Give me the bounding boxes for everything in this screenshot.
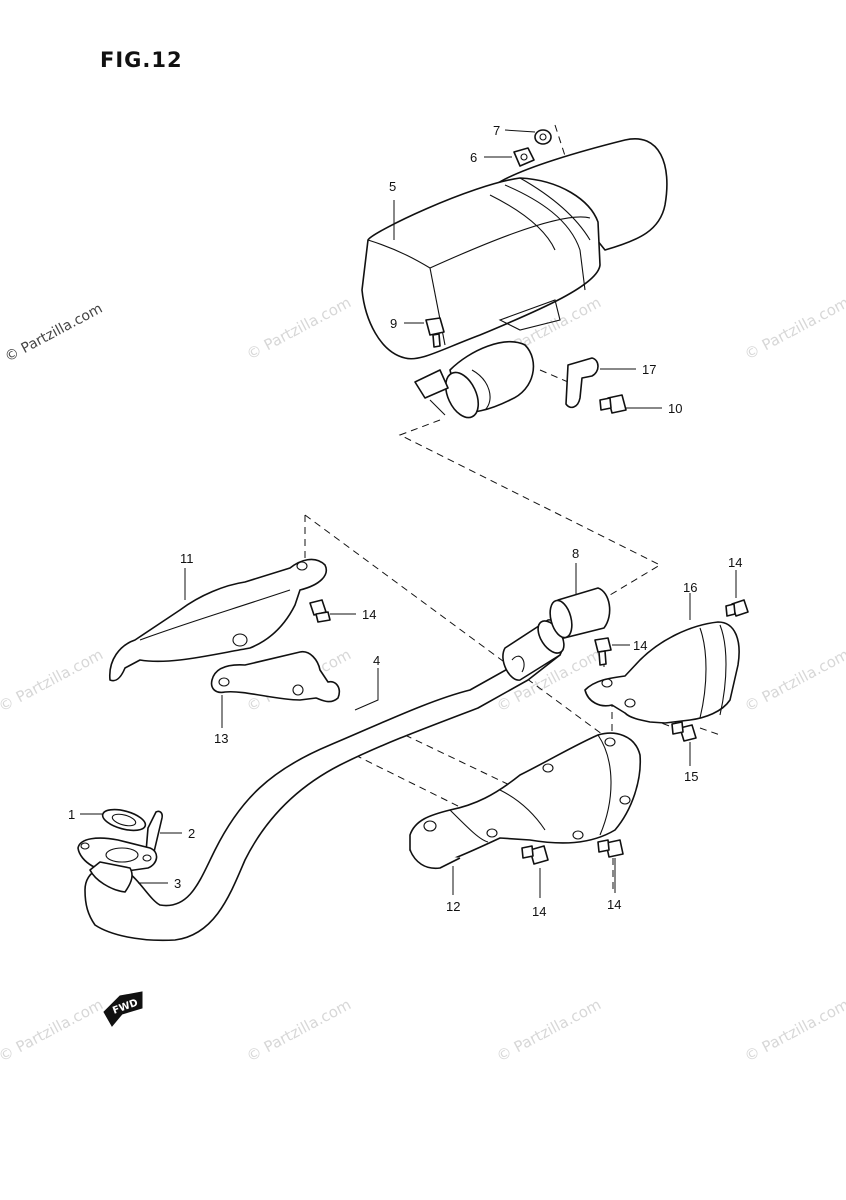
- assembly-line: [398, 419, 662, 599]
- exhaust-pipe-4: [84, 639, 561, 942]
- callout-14: 14: [633, 638, 647, 653]
- assembly-line: [539, 369, 576, 386]
- callout-4: 4: [373, 653, 380, 668]
- bolt-15: [671, 721, 697, 742]
- callout-1: 1: [68, 807, 75, 822]
- bolt-14: [597, 839, 624, 858]
- callout-7: 7: [493, 123, 500, 138]
- callout-17: 17: [642, 362, 656, 377]
- watermark: © Partzilla.com: [0, 995, 106, 1065]
- bolt-14: [521, 845, 549, 865]
- flange-3: [77, 837, 158, 893]
- nut-6: [513, 147, 535, 167]
- watermark: © Partzilla.com: [2, 301, 105, 366]
- heat-shield-11-rib: [139, 589, 291, 641]
- callout-11: 11: [180, 551, 194, 566]
- bolt-10: [599, 394, 627, 414]
- callout-9: 9: [390, 316, 397, 331]
- callout-2: 2: [188, 826, 195, 841]
- callout-12: 12: [446, 899, 460, 914]
- callout-13: 13: [214, 731, 228, 746]
- callout-10: 10: [668, 401, 682, 416]
- watermark: © Partzilla.com: [493, 995, 604, 1065]
- bracket-17: [565, 357, 599, 409]
- joint-8: [549, 587, 611, 639]
- bolt-14: [594, 637, 612, 666]
- callout-14: 14: [532, 904, 546, 919]
- callout-14: 14: [607, 897, 621, 912]
- watermark: © Partzilla.com: [0, 645, 106, 715]
- assembly-line: [699, 727, 721, 736]
- callout-3: 3: [174, 876, 181, 891]
- callout-8: 8: [572, 546, 579, 561]
- bolt-14: [725, 599, 749, 617]
- assembly-line: [404, 734, 521, 791]
- leader-lines: [80, 129, 737, 898]
- heat-shield-12: [409, 732, 642, 870]
- bolt-14: [309, 599, 331, 623]
- assembly-line: [354, 754, 471, 813]
- callout-14: 14: [728, 555, 742, 570]
- watermark: © Partzilla.com: [741, 645, 846, 715]
- watermark: © Partzilla.com: [741, 995, 846, 1065]
- nut-7: [534, 129, 552, 145]
- heat-shield-16: [584, 621, 740, 724]
- callouts: 7 6 5 9 17 10 11 14 8 16 14 14 4 13 15 1…: [68, 123, 742, 919]
- bolt-9: [425, 317, 445, 348]
- assembly-line: [304, 514, 611, 741]
- callout-14: 14: [362, 607, 376, 622]
- callout-6: 6: [470, 150, 477, 165]
- watermark: © Partzilla.com: [243, 995, 354, 1065]
- front-marker: FWD: [103, 991, 143, 1027]
- heat-shield-13: [210, 650, 341, 703]
- figure-title: FIG.12: [100, 48, 183, 72]
- watermark: © Partzilla.com: [243, 293, 354, 363]
- stud-2: [145, 810, 163, 853]
- callout-16: 16: [683, 580, 697, 595]
- callout-5: 5: [389, 179, 396, 194]
- watermark: © Partzilla.com: [741, 293, 846, 363]
- heat-shield-11: [109, 558, 327, 682]
- callout-15: 15: [684, 769, 698, 784]
- muffler: [361, 138, 668, 419]
- gasket-1: [101, 808, 147, 832]
